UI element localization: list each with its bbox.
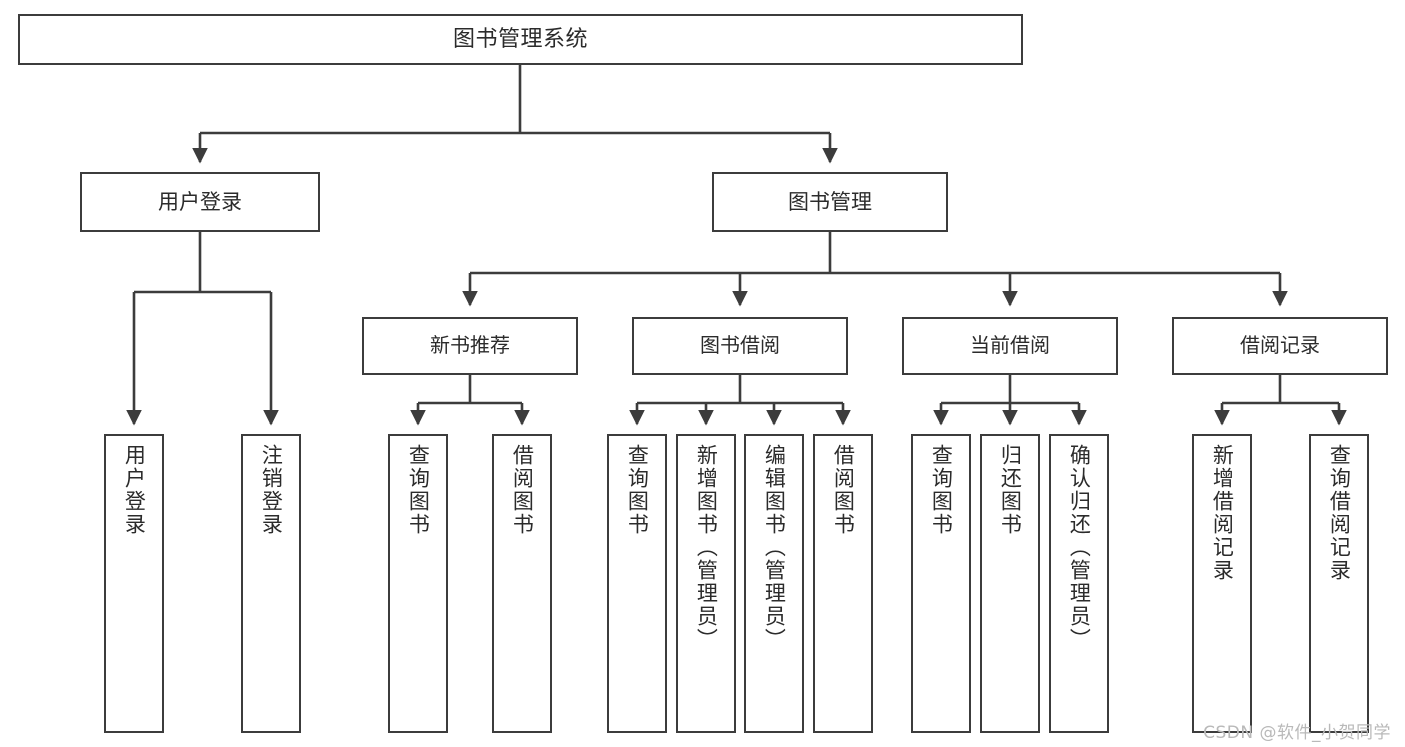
node-label: 新增图书（管理员） <box>694 444 719 651</box>
node-book-management[interactable]: 图书管理 <box>712 172 948 232</box>
node-leaf-query-book-1[interactable]: 查询图书 <box>388 434 448 733</box>
node-label: 借阅图书 <box>510 444 535 536</box>
node-leaf-user-login[interactable]: 用户登录 <box>104 434 164 733</box>
node-borrow-record[interactable]: 借阅记录 <box>1172 317 1388 375</box>
node-label: 借阅记录 <box>1240 333 1320 358</box>
node-book-borrow[interactable]: 图书借阅 <box>632 317 848 375</box>
node-label: 图书借阅 <box>700 333 780 358</box>
node-label: 查询图书 <box>625 444 650 536</box>
node-leaf-confirm-return-admin[interactable]: 确认归还（管理员） <box>1049 434 1109 733</box>
node-label: 借阅图书 <box>831 444 856 536</box>
node-label: 编辑图书（管理员） <box>762 444 787 651</box>
node-label: 确认归还（管理员） <box>1067 444 1092 651</box>
node-current-borrow[interactable]: 当前借阅 <box>902 317 1118 375</box>
node-label: 归还图书 <box>998 444 1023 536</box>
node-label: 当前借阅 <box>970 333 1050 358</box>
node-leaf-query-borrow-record[interactable]: 查询借阅记录 <box>1309 434 1369 733</box>
node-label: 用户登录 <box>158 189 242 214</box>
node-new-book-recommend[interactable]: 新书推荐 <box>362 317 578 375</box>
node-leaf-borrow-book-2[interactable]: 借阅图书 <box>813 434 873 733</box>
node-label: 用户登录 <box>122 444 147 536</box>
node-label: 查询图书 <box>406 444 431 536</box>
node-leaf-query-book-3[interactable]: 查询图书 <box>911 434 971 733</box>
node-label: 新书推荐 <box>430 333 510 358</box>
watermark-text: CSDN @软件_小贺同学 <box>1203 723 1391 743</box>
node-label: 新增借阅记录 <box>1210 444 1235 582</box>
node-label: 查询借阅记录 <box>1327 444 1352 582</box>
node-leaf-edit-book-admin[interactable]: 编辑图书（管理员） <box>744 434 804 733</box>
node-label: 图书管理 <box>788 189 872 214</box>
node-leaf-logout-login[interactable]: 注销登录 <box>241 434 301 733</box>
node-leaf-borrow-book-1[interactable]: 借阅图书 <box>492 434 552 733</box>
node-leaf-add-borrow-record[interactable]: 新增借阅记录 <box>1192 434 1252 733</box>
node-label: 注销登录 <box>259 444 284 536</box>
node-leaf-query-book-2[interactable]: 查询图书 <box>607 434 667 733</box>
node-user-login[interactable]: 用户登录 <box>80 172 320 232</box>
node-leaf-return-book[interactable]: 归还图书 <box>980 434 1040 733</box>
node-label: 查询图书 <box>929 444 954 536</box>
node-book-management-system[interactable]: 图书管理系统 <box>18 14 1023 65</box>
node-label: 图书管理系统 <box>452 26 588 52</box>
node-leaf-add-book-admin[interactable]: 新增图书（管理员） <box>676 434 736 733</box>
